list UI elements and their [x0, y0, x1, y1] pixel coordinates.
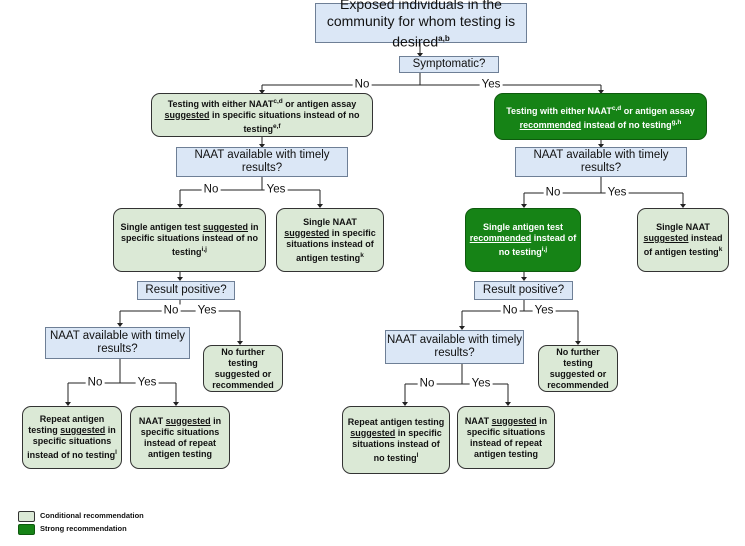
left-single-antigen-node: Single antigen test suggested in specifi…	[113, 208, 266, 272]
edge-label-no: No	[500, 304, 520, 318]
right-no-further-testing-node: No further testing suggested or recommen…	[538, 345, 618, 392]
right-single-antigen-node: Single antigen test recommended instead …	[465, 208, 581, 272]
left-naat-repeat-node: NAAT suggested in specific situations in…	[130, 406, 230, 469]
legend-strong-label: Strong recommendation	[40, 524, 127, 533]
edge-label-yes: Yes	[135, 376, 159, 390]
right-naat-available-question: NAAT available with timely results?	[515, 147, 687, 177]
symptomatic-question: Symptomatic?	[399, 56, 499, 73]
legend-strong-swatch	[18, 524, 35, 535]
left-initial-testing-node: Testing with either NAATc,d or antigen a…	[151, 93, 373, 137]
right-result-positive-question: Result positive?	[474, 281, 573, 300]
edge-label-no: No	[543, 186, 563, 200]
right-initial-testing-node: Testing with either NAATc,d or antigen a…	[494, 93, 707, 140]
edge-label-yes: Yes	[605, 186, 629, 200]
left-repeat-antigen-node: Repeat antigen testing suggested in spec…	[22, 406, 122, 469]
legend-conditional-label: Conditional recommendation	[40, 511, 144, 520]
edge-label-yes: Yes	[195, 304, 219, 318]
left-no-further-testing-node: No further testing suggested or recommen…	[203, 345, 283, 392]
edge-label-no: No	[417, 377, 437, 391]
legend-conditional-swatch	[18, 511, 35, 522]
edge-label-no: No	[161, 304, 181, 318]
left-naat-available-question: NAAT available with timely results?	[176, 147, 348, 177]
left-single-naat-node: Single NAAT suggested in specific situat…	[276, 208, 384, 272]
edge-label-no: No	[85, 376, 105, 390]
right-single-naat-node: Single NAAT suggested instead of antigen…	[637, 208, 729, 272]
edge-label-yes: Yes	[532, 304, 556, 318]
left-result-positive-question: Result positive?	[137, 281, 235, 300]
edge-label-no: No	[201, 183, 221, 197]
edge-label-yes: Yes	[264, 183, 288, 197]
right-repeat-antigen-node: Repeat antigen testing suggested in spec…	[342, 406, 450, 474]
edge-label-no: No	[352, 78, 372, 92]
edge-label-yes: Yes	[469, 377, 493, 391]
edge-label-yes: Yes	[479, 78, 503, 92]
left-naat-available-question-2: NAAT available with timely results?	[45, 327, 190, 359]
root-node: Exposed individuals in the community for…	[315, 0, 527, 49]
right-naat-available-question-2: NAAT available with timely results?	[385, 330, 524, 364]
right-naat-repeat-node: NAAT suggested in specific situations in…	[457, 406, 555, 469]
